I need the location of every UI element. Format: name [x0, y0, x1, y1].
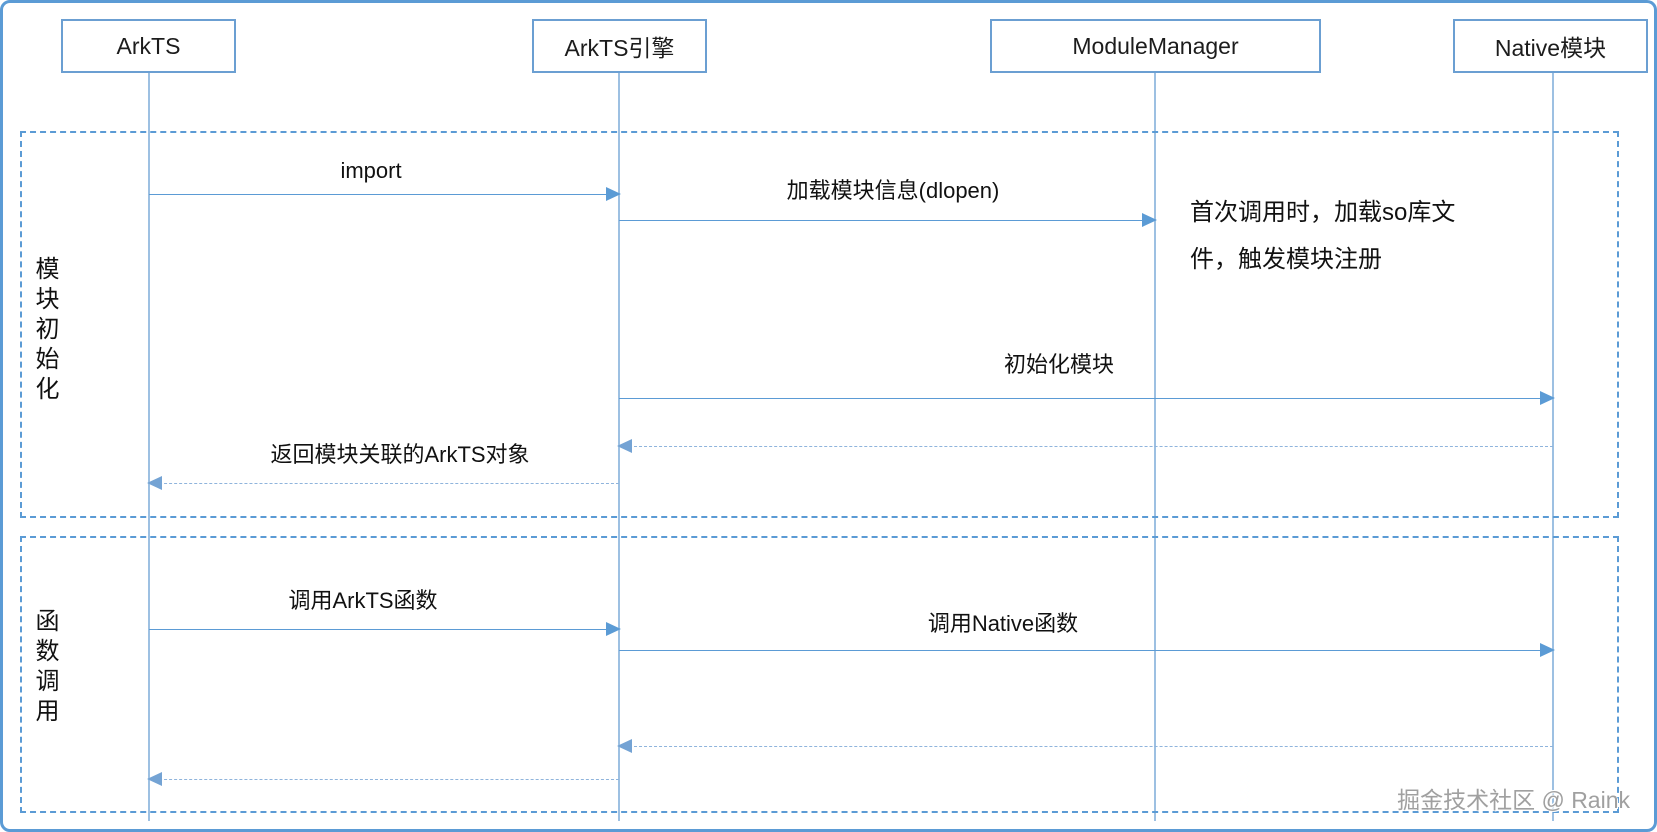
message-arrow-import	[149, 186, 621, 201]
note-line: 首次调用时，加载so库文	[1190, 199, 1456, 226]
participant-native-module: Native模块	[1453, 19, 1648, 73]
message-label-return-arkts-object: 返回模块关联的ArkTS对象	[270, 442, 530, 467]
lifeline-arkts	[148, 73, 150, 821]
message-arrow-call-native-function	[619, 642, 1555, 657]
message-arrow-call-arkts-function	[149, 621, 621, 636]
phase-frame-function-call	[20, 536, 1619, 813]
message-label-call-arkts-function: 调用ArkTS函数	[288, 588, 438, 613]
phase-label-module-init: 模块初始化	[31, 256, 58, 406]
message-label-load-module-info: 加载模块信息(dlopen)	[786, 178, 1000, 203]
participant-arkts-engine: ArkTS引擎	[532, 19, 707, 73]
arrowhead-left-icon	[617, 438, 632, 453]
arrowhead-right-icon	[1540, 642, 1555, 657]
message-arrow-init-module	[619, 390, 1555, 405]
participant-label: ArkTS引擎	[564, 35, 675, 61]
watermark: 掘金技术社区 @ Raink	[1397, 787, 1630, 813]
arrowhead-left-icon	[147, 475, 162, 490]
arrowhead-right-icon	[1142, 212, 1157, 227]
arrowhead-right-icon	[1540, 390, 1555, 405]
participant-module-manager: ModuleManager	[990, 19, 1321, 73]
participant-label: ArkTS	[116, 32, 181, 59]
phase-frame-module-init	[20, 131, 1619, 518]
message-label-call-native-function: 调用Native函数	[927, 611, 1079, 636]
message-arrow-return-arkts-object	[147, 475, 619, 490]
message-label-import: import	[340, 158, 402, 183]
participant-arkts: ArkTS	[61, 19, 236, 73]
message-arrow-load-module-info	[619, 212, 1157, 227]
lifeline-module-manager	[1154, 73, 1156, 821]
message-arrow-return-native-to-engine	[617, 438, 1553, 453]
note-line: 件，触发模块注册	[1190, 246, 1382, 273]
note-first-call: 首次调用时，加载so库文 件，触发模块注册	[1190, 189, 1455, 283]
message-arrow-return-native-to-engine-2	[617, 738, 1553, 753]
phase-label-function-call: 函数调用	[31, 608, 58, 728]
lifeline-native-module	[1552, 73, 1554, 821]
message-arrow-return-engine-to-arkts	[147, 771, 619, 786]
participant-label: ModuleManager	[1072, 32, 1239, 59]
participant-label: Native模块	[1494, 35, 1607, 61]
arrowhead-left-icon	[147, 771, 162, 786]
arrowhead-right-icon	[606, 186, 621, 201]
message-label-init-module: 初始化模块	[1003, 352, 1114, 377]
arrowhead-left-icon	[617, 738, 632, 753]
arrowhead-right-icon	[606, 621, 621, 636]
